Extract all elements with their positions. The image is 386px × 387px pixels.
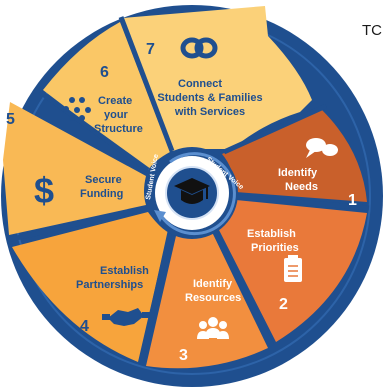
segment-6-label-line-3: Structure: [94, 123, 143, 135]
segment-2-number: 2: [279, 296, 288, 313]
segment-7-label-line-3: with Services: [174, 106, 245, 118]
segment-6-label-line-1: Create: [98, 95, 132, 107]
hub-arrow: [158, 152, 236, 236]
segment-3-number: 3: [179, 347, 188, 364]
segment-dividers: [7, 16, 370, 365]
segment-2-label-line-2: Priorities: [251, 242, 299, 254]
segment-4-number: 4: [80, 318, 89, 335]
segment-5-label-line-2: Funding: [80, 188, 123, 200]
graduation-cap-icon: [174, 178, 210, 204]
segment-2-clipboard-icon: [284, 255, 302, 282]
segment-6-network-dots-icon: [63, 97, 91, 121]
segment-6-wedge[interactable]: [43, 22, 170, 170]
segment-6-label-line-2: your: [104, 109, 129, 121]
segment-5-number: 5: [6, 111, 15, 128]
segment-4-handshake-icon: [102, 308, 150, 326]
corner-text: TC: [362, 22, 382, 39]
segment-1-speech-bubbles-icon: [306, 138, 338, 158]
segment-5-wedge[interactable]: [3, 102, 146, 235]
hub-arrow-head: [154, 210, 166, 222]
segment-7-link-icon: [180, 37, 218, 59]
segment-1-number: 1: [348, 192, 357, 209]
segment-1-label-line-1: Identify: [278, 167, 318, 179]
segment-4-label-line-1: Establish: [100, 265, 149, 277]
segment-5-label-line-1: Secure: [85, 174, 122, 186]
segment-3-label-line-2: Resources: [185, 292, 241, 304]
segment-7-wedge[interactable]: [123, 6, 312, 151]
segment-7-number: 7: [146, 41, 155, 58]
segment-6-number: 6: [100, 64, 109, 81]
segment-1-label-line-2: Needs: [285, 181, 318, 193]
segment-4-label-line-2: Partnerships: [76, 279, 143, 291]
segment-7-label-line-1: Connect: [178, 78, 222, 90]
segment-3-people-icon: [197, 317, 229, 339]
segment-2-label-line-1: Establish: [247, 228, 296, 240]
segment-3-wedge[interactable]: [146, 232, 268, 369]
dollar-sign-icon: $: [34, 170, 54, 211]
segment-1-wedge[interactable]: [222, 110, 367, 202]
segment-3-label-line-1: Identify: [193, 278, 233, 290]
segment-7-label-line-2: Students & Families: [157, 92, 262, 104]
